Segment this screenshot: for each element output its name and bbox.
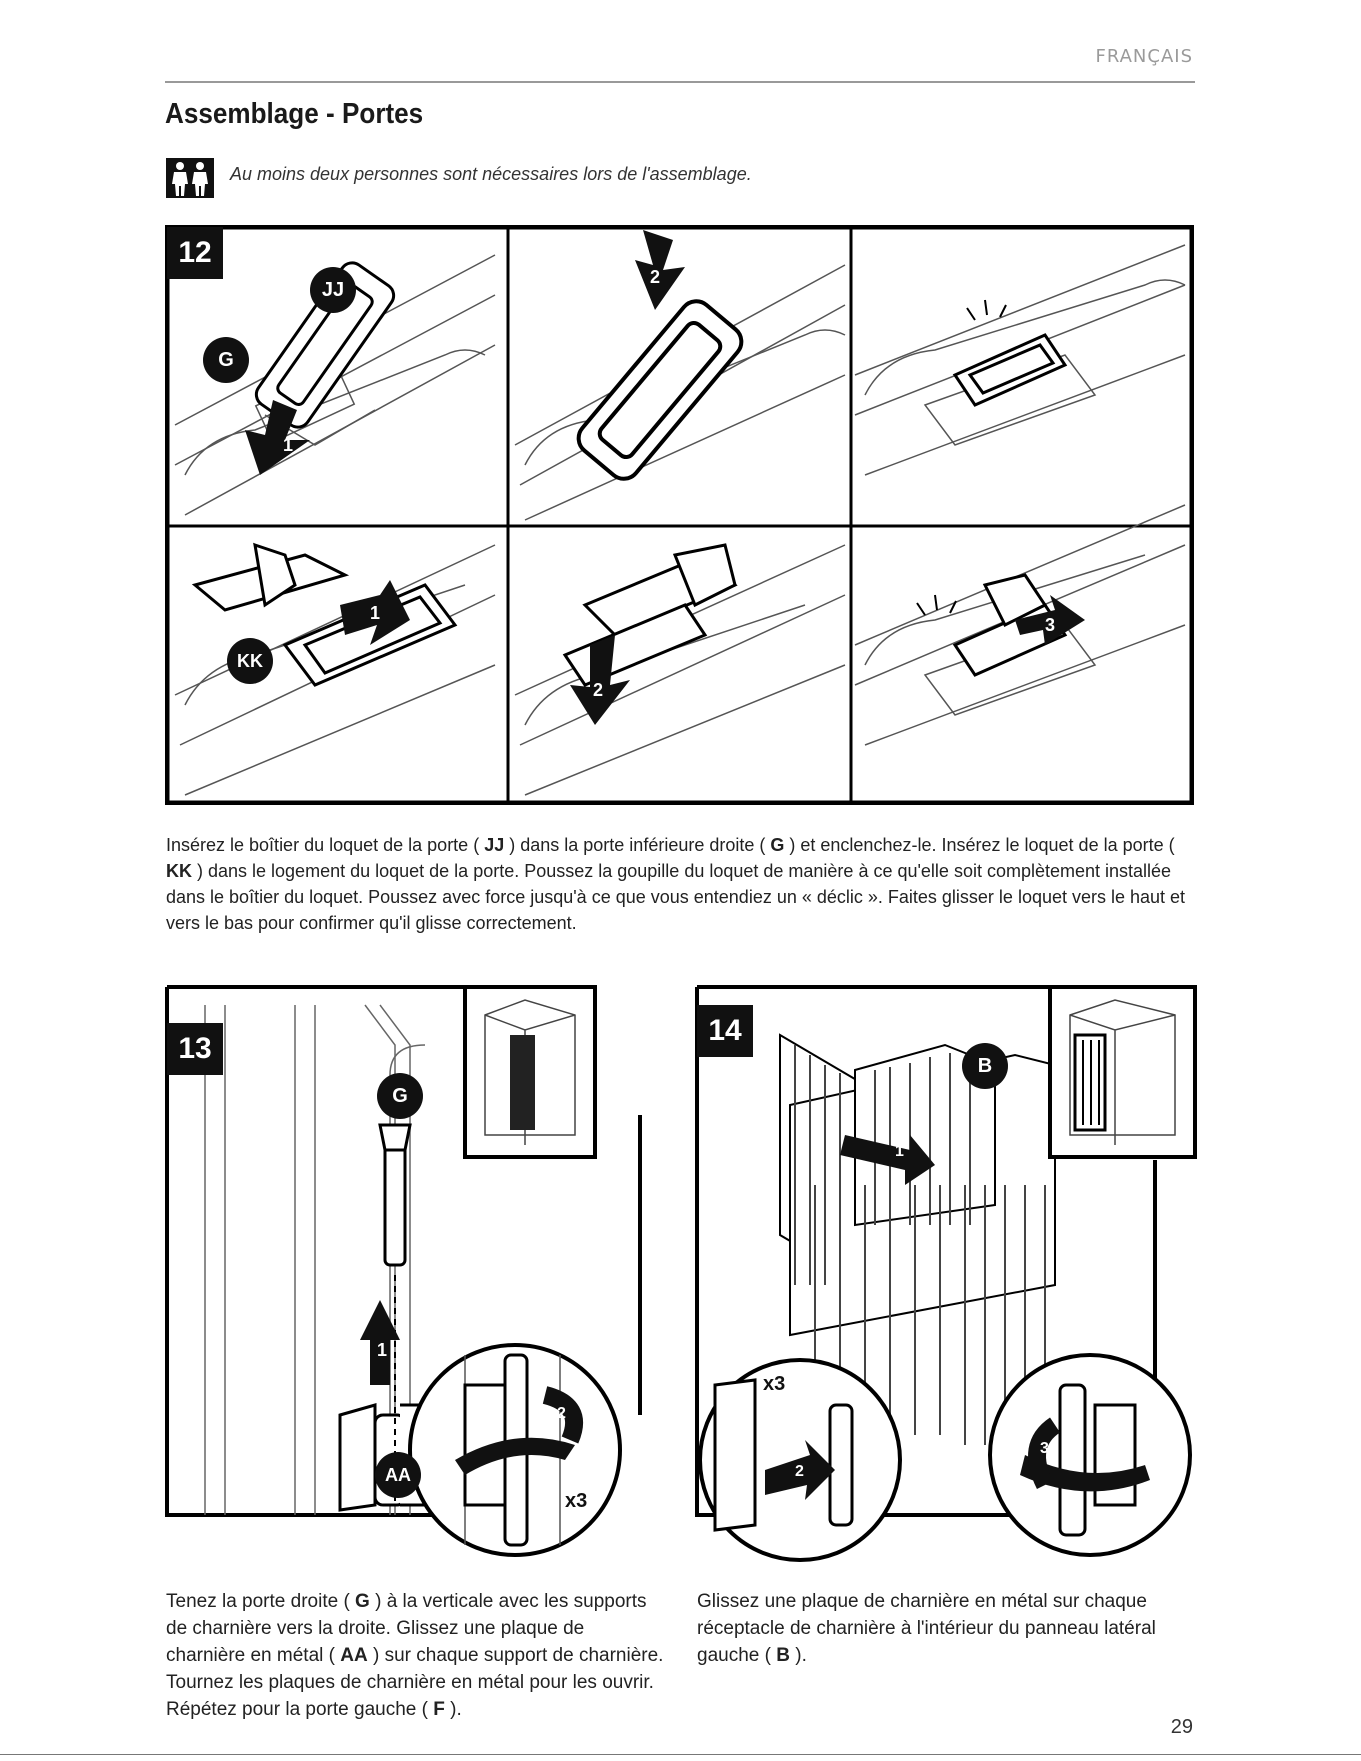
part-ref: JJ [484, 835, 505, 855]
part-ref: F [433, 1699, 445, 1720]
arrow-number: 1 [370, 603, 381, 623]
part-ref: G [770, 835, 785, 855]
two-people-icon [166, 158, 214, 198]
arrow-number: 1 [895, 1143, 904, 1160]
text-segment: Glissez une plaque de charnière en métal… [697, 1591, 1156, 1666]
arrow-number: 1 [283, 435, 294, 455]
part-label-kk: KK [227, 638, 273, 684]
text-segment: Tenez la porte droite ( [166, 1591, 356, 1612]
step13-panel: 13 G AA 1 2 x3 [165, 985, 685, 1565]
part-ref: KK [166, 861, 192, 881]
step13-instructions: Tenez la porte droite ( G ) à la vertica… [166, 1588, 666, 1723]
quantity-label: x3 [565, 1490, 588, 1512]
text-segment: ) et enclenchez-le. Insérez le loquet de… [784, 835, 1175, 855]
step12-panel: 12 JJ G KK 1 2 1 2 3 [165, 225, 1194, 805]
quantity-label: x3 [763, 1373, 786, 1395]
arrow-number: 3 [1040, 1440, 1049, 1457]
arrow-number: 1 [377, 1340, 388, 1360]
warning-text: Au moins deux personnes sont nécessaires… [230, 164, 752, 184]
text-segment: Insérez le boîtier du loquet de la porte… [166, 835, 485, 855]
part-label-g: G [203, 337, 249, 383]
step14-instructions: Glissez une plaque de charnière en métal… [697, 1588, 1167, 1669]
text-segment: ). [789, 1645, 807, 1666]
arrow-number: 2 [593, 680, 604, 700]
page-bottom-rule [0, 1754, 1361, 1755]
page-title: Assemblage - Portes [165, 98, 424, 130]
step14-panel: 14 B 1 2 3 x3 [695, 985, 1197, 1565]
part-ref: B [776, 1645, 790, 1666]
part-label-jj: JJ [310, 267, 356, 313]
text-segment: ) dans la porte inférieure droite ( [504, 835, 771, 855]
language-label: FRANÇAIS [1095, 46, 1193, 67]
part-ref: AA [340, 1645, 368, 1666]
text-segment: ). [444, 1699, 462, 1720]
part-label-g: G [377, 1073, 423, 1119]
step13-badge: 13 [167, 1023, 223, 1075]
header-rule [165, 81, 1195, 83]
page-number: 29 [1170, 1716, 1193, 1738]
arrow-number: 2 [650, 267, 661, 287]
text-segment: ) dans le logement du loquet de la porte… [166, 861, 1186, 933]
step12-badge: 12 [167, 227, 223, 279]
arrow-number: 2 [557, 1405, 566, 1422]
text-segment: Répétez pour la porte gauche ( [166, 1699, 434, 1720]
step12-instructions: Insérez le boîtier du loquet de la porte… [166, 832, 1196, 936]
text-segment: ) sur chaque support de charnière. Tourn… [166, 1645, 664, 1693]
arrow-number: 2 [795, 1463, 804, 1480]
text-segment: ) à la verticale avec les supports de ch… [166, 1591, 647, 1666]
arrow-number: 3 [1045, 615, 1056, 635]
part-ref: G [355, 1591, 370, 1612]
step14-badge: 14 [697, 1005, 753, 1057]
part-label-aa: AA [375, 1452, 421, 1498]
part-label-b: B [962, 1043, 1008, 1089]
